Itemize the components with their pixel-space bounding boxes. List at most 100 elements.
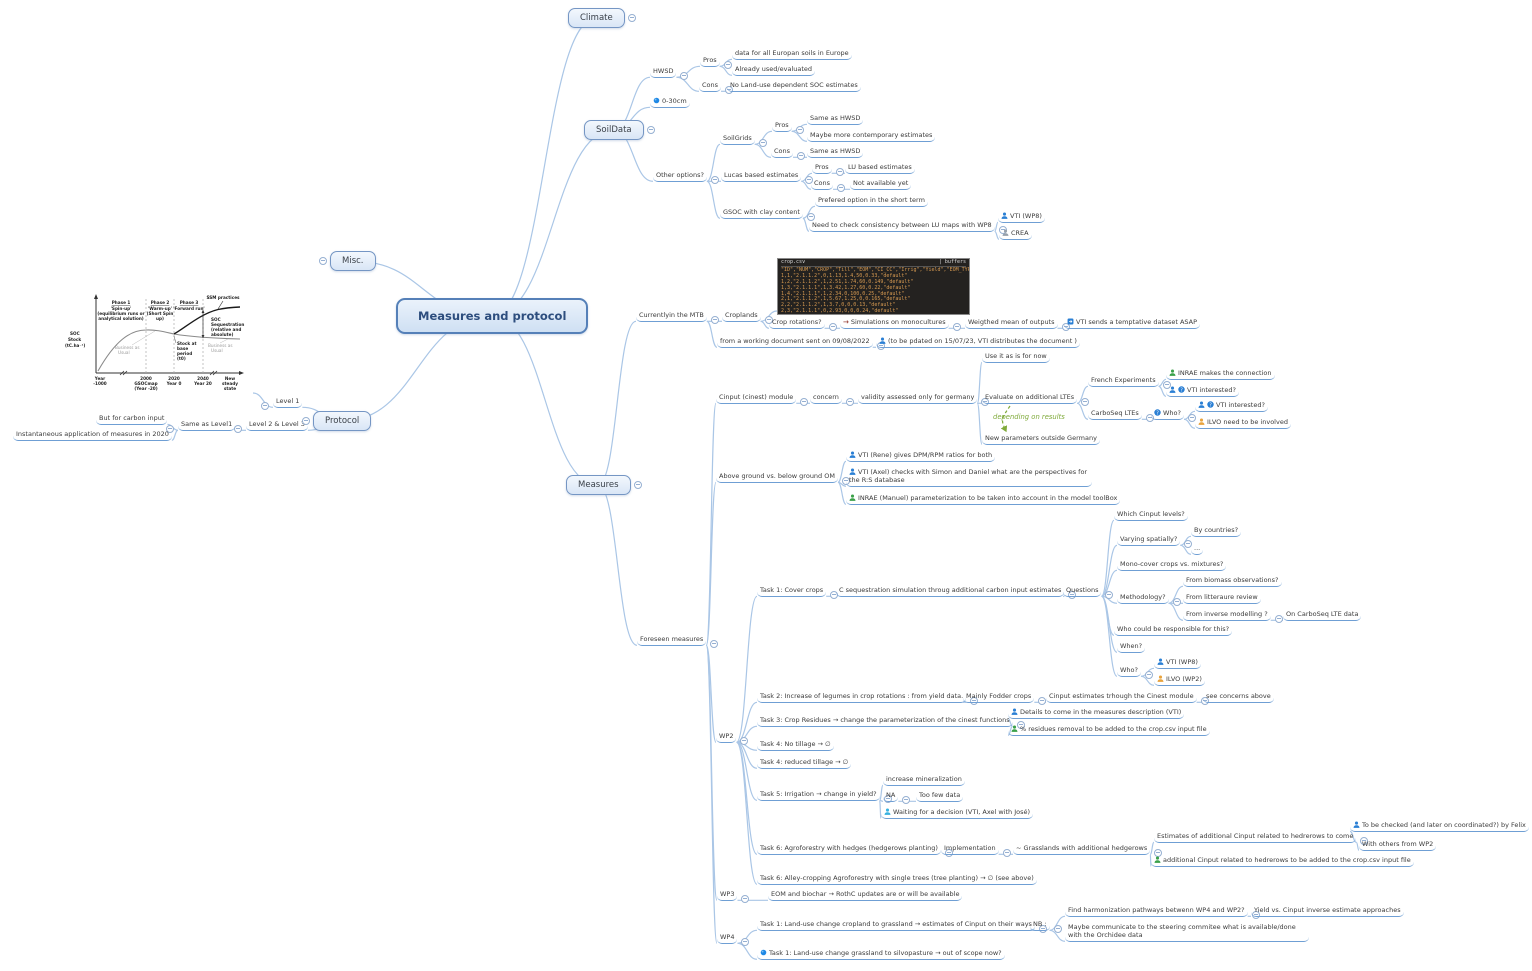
node-instantaneous[interactable]: Instantaneous application of measures in… <box>13 429 172 441</box>
node-use-as-is[interactable]: Use it as is for now <box>982 351 1050 363</box>
fold-icon[interactable] <box>758 139 767 147</box>
node-sg-con1[interactable]: Same as HWSD <box>807 146 864 158</box>
node-gsoc[interactable]: GSOC with clay content <box>720 207 815 221</box>
node-level1[interactable]: Level 1 <box>261 396 303 410</box>
node-lucas-cons[interactable]: Cons <box>811 178 846 192</box>
node-mainly-fodder[interactable]: Mainly Fodder crops <box>963 691 1047 705</box>
fold-icon[interactable] <box>741 895 750 903</box>
node-task4-no[interactable]: Task 4: No tillage → ∅ <box>757 739 834 751</box>
node-inrae-manuel[interactable]: INRAE (Manuel) parameterization to be ta… <box>846 493 1121 505</box>
fold-icon[interactable] <box>234 425 242 433</box>
node-new-params[interactable]: New parameters outside Germany <box>982 433 1100 445</box>
fold-icon[interactable] <box>1172 598 1181 606</box>
fold-icon[interactable] <box>1274 615 1283 623</box>
node-who2[interactable]: Who? <box>1117 665 1153 679</box>
node-dots[interactable]: ... <box>1191 543 1204 555</box>
node-task1-luc[interactable]: Task 1: Land-use change cropland to gras… <box>757 919 1047 933</box>
node-but-carbon[interactable]: But for carbon input <box>96 413 168 425</box>
node-increase-min[interactable]: increase mineralization <box>883 774 965 786</box>
node-vti-wp8-b[interactable]: VTI (WP8) <box>1154 657 1201 669</box>
node-lucas-con1[interactable]: Not available yet <box>850 178 912 190</box>
fold-icon[interactable] <box>1081 398 1090 406</box>
node-waiting[interactable]: Waiting for a decision (VTI, Axel with J… <box>881 807 1034 819</box>
fold-icon[interactable] <box>627 14 636 22</box>
node-hwsd-pro1[interactable]: data for all Europan soils in Europe <box>732 48 852 60</box>
fold-icon[interactable] <box>1053 925 1062 933</box>
node-depth[interactable]: 0-30cm <box>650 96 690 108</box>
node-mono-cover[interactable]: Mono-cover crops vs. mixtures? <box>1117 559 1227 571</box>
node-validity[interactable]: validity assessed only for germany <box>858 392 990 406</box>
node-concern[interactable]: concern <box>810 392 854 406</box>
node-wp4[interactable]: WP4 <box>717 932 750 946</box>
node-c-seq[interactable]: C sequestration simulation throug additi… <box>836 585 1077 599</box>
node-sg-pro2[interactable]: Maybe more contemporary estimates <box>807 130 936 142</box>
node-gsoc-2[interactable]: Need to check consistency between LU map… <box>809 220 1007 234</box>
node-when[interactable]: When? <box>1117 641 1146 653</box>
node-vti-wp8-a[interactable]: VTI (WP8) <box>998 211 1045 223</box>
fold-icon[interactable] <box>797 152 806 160</box>
fold-icon[interactable] <box>710 316 719 324</box>
node-vti-int1[interactable]: ?VTI interested? <box>1166 385 1239 397</box>
fold-icon[interactable] <box>633 481 642 489</box>
fold-icon[interactable] <box>845 398 854 406</box>
fold-icon[interactable] <box>835 168 844 176</box>
node-estimates-ci[interactable]: Estimates of additional Cinput related t… <box>1154 831 1369 845</box>
node-task1-silvo[interactable]: Task 1: Land-use change grassland to sil… <box>757 948 1005 960</box>
node-protocol[interactable]: Protocol <box>302 411 372 431</box>
fold-icon[interactable] <box>1154 849 1163 857</box>
node-questions[interactable]: Questions <box>1063 585 1114 599</box>
node-vti-sends[interactable]: VTI sends a temptative dataset ASAP <box>1064 317 1201 329</box>
node-residues[interactable]: % residues removal to be added to the cr… <box>1008 724 1210 736</box>
node-from-litt[interactable]: From litteraure review <box>1183 592 1261 604</box>
fold-icon[interactable] <box>680 72 689 80</box>
fold-icon[interactable] <box>710 640 719 648</box>
fold-icon[interactable] <box>1038 697 1047 705</box>
node-lucas-pros[interactable]: Pros <box>812 162 844 176</box>
node-hwsd-pros[interactable]: Pros <box>700 55 732 69</box>
node-too-few[interactable]: Too few data <box>916 790 964 802</box>
fold-icon[interactable] <box>723 61 732 69</box>
node-hwsd-cons[interactable]: Cons <box>699 80 734 94</box>
node-above-ground[interactable]: Above ground vs. below ground OM <box>716 471 850 485</box>
node-vti-rene[interactable]: VTI (Rene) gives DPM/RPM ratios for both <box>846 450 996 462</box>
node-task3[interactable]: Task 3: Crop Residues → change the param… <box>757 715 1025 729</box>
node-climate[interactable]: Climate <box>568 8 636 28</box>
node-sg-cons[interactable]: Cons <box>771 146 806 160</box>
node-varying[interactable]: Varying spatially? <box>1117 534 1193 548</box>
node-c0[interactable]: Measures and protocol <box>396 298 589 334</box>
fold-icon[interactable] <box>800 398 809 406</box>
node-task2[interactable]: Task 2: Increase of legumes in crop rota… <box>757 691 979 705</box>
node-tobe-checked[interactable]: To be checked (and later on coordinated?… <box>1350 820 1529 832</box>
node-lucas[interactable]: Lucas based estimates <box>721 170 814 184</box>
fold-icon[interactable] <box>261 402 269 410</box>
node-task4-red[interactable]: Task 4: reduced tillage → ∅ <box>757 757 852 769</box>
node-sg-pros[interactable]: Pros <box>772 120 804 134</box>
fold-icon[interactable] <box>740 737 749 745</box>
node-vti-axel[interactable]: VTI (Axel) checks with Simon and Daniel … <box>846 467 1092 487</box>
fold-icon[interactable] <box>795 126 804 134</box>
node-lucas-pro1[interactable]: LU based estimates <box>845 162 915 174</box>
node-additional-ci[interactable]: additional Cinput related to hedrerows t… <box>1151 855 1414 867</box>
node-details-vti[interactable]: Details to come in the measures descript… <box>1008 707 1185 719</box>
node-nb[interactable]: NB : <box>1030 919 1062 933</box>
fold-icon[interactable] <box>902 796 911 804</box>
node-implementation[interactable]: Implementation <box>941 843 1011 857</box>
node-maybe-comm[interactable]: Maybe communicate to the steering commit… <box>1065 922 1309 942</box>
fold-icon[interactable] <box>302 417 310 425</box>
node-soildata[interactable]: SoilData <box>584 120 655 140</box>
fold-icon[interactable] <box>970 697 979 705</box>
fold-icon[interactable] <box>741 938 750 946</box>
node-see-concerns[interactable]: see concerns above <box>1203 691 1274 703</box>
fold-icon[interactable] <box>1144 671 1153 679</box>
fold-icon[interactable] <box>1068 591 1077 599</box>
fold-icon[interactable] <box>646 126 655 134</box>
fold-icon[interactable] <box>1002 849 1011 857</box>
node-on-carboseq[interactable]: On CarboSeq LTE data <box>1283 609 1362 621</box>
node-task6-hedges[interactable]: Task 6: Agroforestry with hedges (hedger… <box>757 843 953 857</box>
node-tobe-updated[interactable]: (to be pdated on 15/07/23, VTI distribut… <box>876 336 1080 348</box>
node-cinput-module[interactable]: Cinput (cinest) module <box>716 392 809 406</box>
node-vti-int2[interactable]: ?VTI interested? <box>1195 400 1268 412</box>
node-methodology[interactable]: Methodology? <box>1117 592 1181 606</box>
node-hwsd-pro2[interactable]: Already used/evaluated <box>732 64 816 76</box>
node-croplands[interactable]: Croplands <box>722 310 773 324</box>
